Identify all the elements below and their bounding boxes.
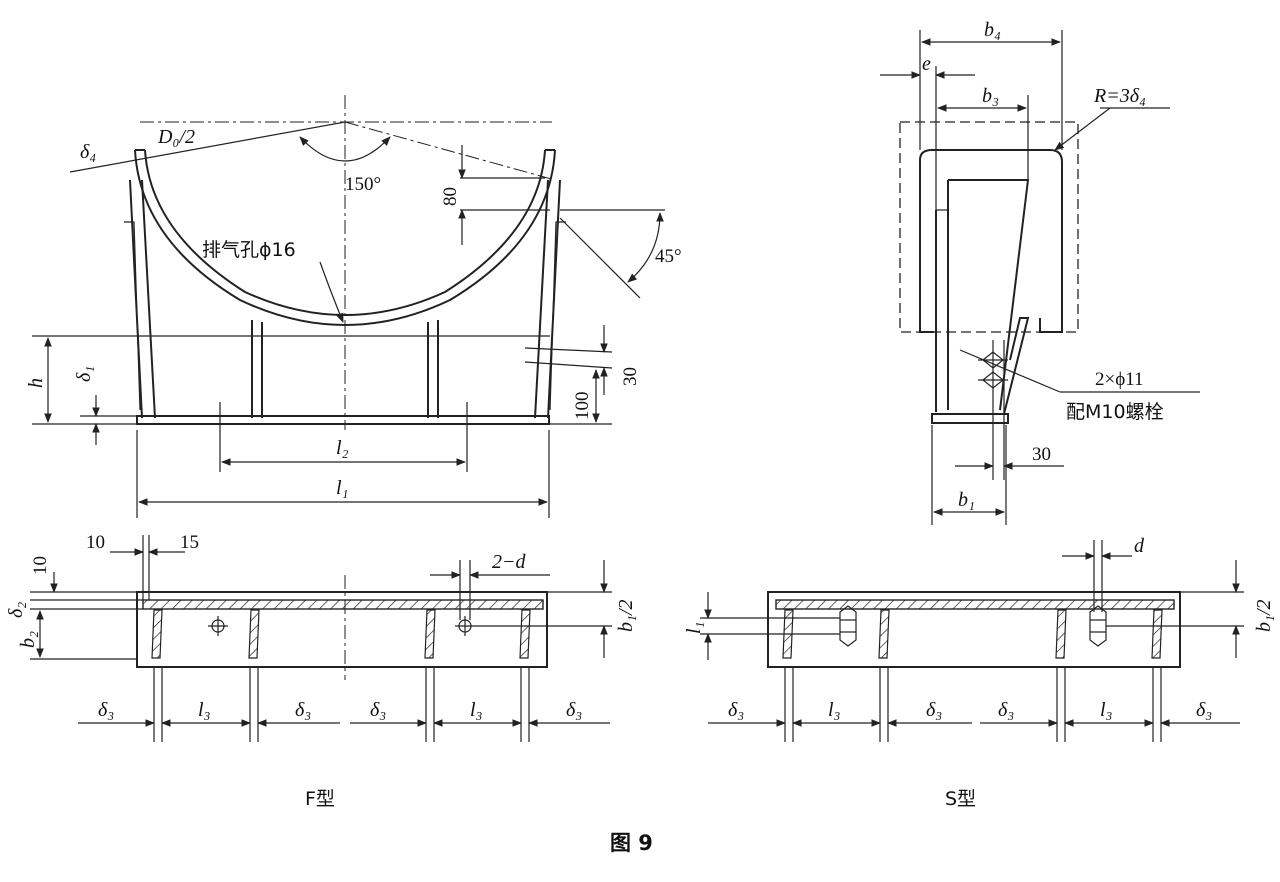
dim-30-label: 30	[620, 367, 641, 386]
plan-s-ribs	[782, 609, 1163, 659]
incline-line-45	[559, 217, 641, 299]
right-stiffener	[549, 221, 566, 411]
pipe-outline-dashed	[899, 121, 1079, 333]
vent-hole-label: 排气孔ϕ16	[202, 239, 296, 261]
plan-f-spacing-6: δ₃	[566, 699, 582, 721]
s-type-label: S型	[945, 788, 976, 810]
dim-l2-label: l₂	[336, 437, 349, 459]
saddle-plate-inner	[144, 149, 546, 316]
side-base-plate	[931, 413, 1009, 424]
left-side-plate	[129, 179, 156, 419]
angle-45-label: 45°	[655, 246, 682, 267]
plan-view-s: d l₁ b₁/2 δ₃ l₃ δ₃ δ₃ l₃	[683, 535, 1275, 742]
right-side-plate	[534, 179, 561, 419]
dim-2d-label: 2−d	[492, 551, 526, 573]
plan-f-base-outline	[136, 591, 548, 668]
f-type-label: F型	[305, 788, 335, 810]
plan-s-base-outline	[767, 591, 1181, 668]
holes-leader	[959, 349, 1061, 393]
plan-f-spacing-1: δ₃	[98, 699, 114, 721]
side-view: 2×ϕ11 配M10螺栓 b₄ e b₃ R=3δ₄ 30 b₁	[880, 19, 1200, 525]
plan-f-spacing-3: δ₃	[295, 699, 311, 721]
angle-ray-right	[344, 121, 556, 181]
plan-f-bolt-holes	[208, 616, 475, 636]
dim-b1-label: b₁	[958, 489, 975, 511]
plan-s-saddle-section	[775, 599, 1175, 610]
dim-10-label: 10	[86, 532, 105, 553]
plan-f-spacing-5: l₃	[470, 699, 483, 721]
vent-leader	[319, 261, 344, 323]
plan-f-saddle-section	[142, 599, 544, 610]
bolts-label: 配M10螺栓	[1066, 401, 1164, 423]
dim-b4-label: b₄	[984, 19, 1001, 41]
dim-delta2-label: δ₂	[5, 602, 27, 618]
plan-f-spacing-ext-lines	[153, 667, 530, 742]
dim-d-label: d	[1134, 535, 1145, 557]
dim-b3-label: b₃	[982, 85, 999, 107]
left-stiffener	[124, 221, 141, 411]
delta4-label: δ₄	[80, 141, 96, 163]
ext-line-30-top	[524, 347, 613, 353]
ext-line-30-bottom	[524, 361, 613, 369]
angle-150-arc	[299, 136, 391, 162]
dim-l1-side-label: l₁	[683, 621, 705, 634]
plan-s-spacing-6: δ₃	[1196, 699, 1212, 721]
plan-s-spacing-4: δ₃	[998, 699, 1014, 721]
plan-s-spacing-5: l₃	[1100, 699, 1113, 721]
saddle-section-outer	[919, 149, 1063, 333]
radius-label: D₀/2	[157, 126, 195, 148]
dim-s-b1half-label: b₁/2	[1253, 599, 1275, 632]
plan-s-spacing-2: l₃	[828, 699, 841, 721]
figure-caption: 图 9	[610, 831, 653, 855]
plan-view-f: 10 δ₂ b₂ 10 15 2−d b₁/2	[5, 532, 637, 742]
stiffener-profile	[1003, 317, 1030, 415]
saddle-plate-outer	[134, 149, 556, 326]
dim-b1half-label: b₁/2	[615, 599, 637, 632]
plan-s-spacing-1: δ₃	[728, 699, 744, 721]
plan-f-spacing-4: δ₃	[370, 699, 386, 721]
dim-l1-label: l₁	[336, 477, 349, 499]
radius-leader	[69, 121, 346, 173]
dim-10-vertical-label: 10	[30, 556, 51, 575]
plan-s-slotted-holes	[839, 605, 1107, 647]
plan-f-spacing-2: l₃	[198, 699, 211, 721]
dim-delta1-label: δ₁	[73, 366, 95, 382]
dim-100-label: 100	[572, 392, 593, 421]
radius-leader-side	[1054, 107, 1111, 151]
front-view: 80 45° 排气孔ϕ16 D₀/2 δ₄ 150° h δ₁ 30 100	[25, 95, 682, 518]
base-plate	[136, 415, 550, 425]
dim-h-label: h	[25, 378, 47, 388]
plan-f-ribs	[151, 609, 531, 659]
dim-b2-label: b₂	[17, 631, 39, 648]
dim-e-label: e	[922, 53, 931, 75]
plan-s-spacing-3: δ₃	[926, 699, 942, 721]
dim-80-label: 80	[440, 187, 461, 206]
dim-15-label: 15	[180, 532, 199, 553]
radius-side-label: R=3δ₄	[1093, 85, 1146, 107]
dim-30-side-label: 30	[1032, 444, 1051, 465]
saddle-section-left	[919, 160, 934, 333]
holes-label: 2×ϕ11	[1095, 369, 1144, 390]
angle-45-arc	[627, 212, 664, 283]
angle-150-label: 150°	[345, 174, 381, 195]
plan-s-spacing-ext-lines	[784, 667, 1162, 742]
